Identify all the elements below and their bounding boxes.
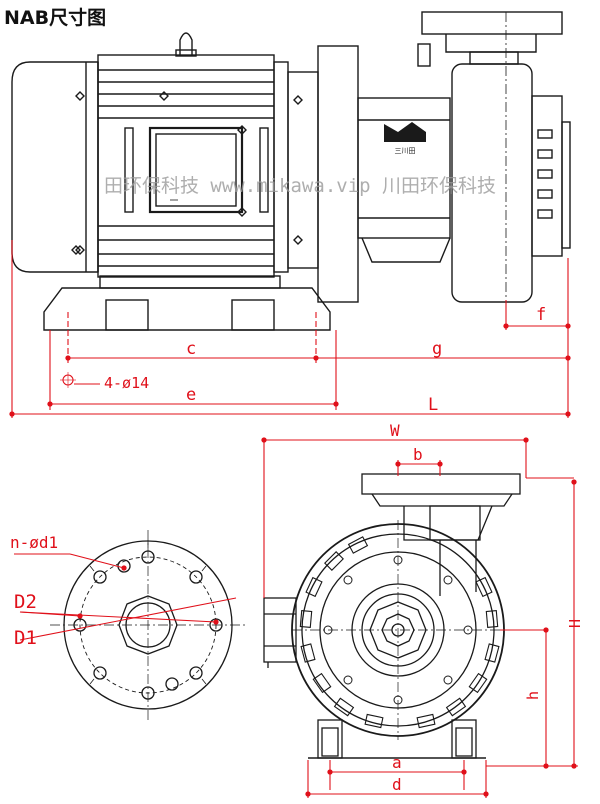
- front-view-dimensions: [261, 437, 578, 798]
- flange-view-dimensions: [14, 553, 237, 641]
- dim-label-a: a: [392, 753, 402, 772]
- motor-body: [71, 54, 275, 278]
- front-view-dimension-labels: W b H h a d: [390, 421, 584, 794]
- flange-view: [50, 530, 246, 720]
- lifting-eye: [175, 32, 197, 57]
- motor-end-shield: [273, 61, 319, 273]
- dim-label-bolt-holes: 4-ø14: [104, 374, 149, 392]
- flange-bolt-holes: [73, 550, 223, 700]
- motor-fan-cover: [11, 61, 99, 273]
- side-view: 三川田: [11, 11, 571, 331]
- brand-name: 三川田: [395, 147, 416, 155]
- pump-feet: [308, 719, 486, 759]
- dim-label-D1: D1: [14, 627, 37, 649]
- watermark: 田环保科技 www.mikawa.vip 川田环保科技: [104, 175, 496, 197]
- dim-label-f: f: [536, 305, 546, 325]
- dim-label-W: W: [390, 421, 400, 440]
- dim-label-b: b: [413, 445, 423, 464]
- side-view-dimension-labels: f c g 4-ø14 e L: [104, 305, 546, 415]
- dim-label-L: L: [428, 395, 438, 415]
- dim-label-h: h: [524, 691, 542, 700]
- dim-label-H: H: [566, 619, 584, 628]
- drawing-title: NAB尺寸图: [4, 7, 107, 29]
- side-view-dimensions: [9, 240, 571, 418]
- dim-label-D2: D2: [14, 591, 37, 613]
- outlet-flange: [417, 11, 563, 67]
- casing-ribs: [299, 536, 500, 729]
- motor-base: [43, 275, 331, 331]
- dim-label-g: g: [432, 339, 442, 359]
- brand-logo: [384, 122, 426, 142]
- dim-label-e: e: [186, 385, 196, 405]
- dim-label-d: d: [392, 775, 402, 794]
- dim-label-c: c: [186, 339, 196, 359]
- dim-label-n-d1: n-ød1: [10, 533, 58, 552]
- flange-view-dimension-labels: n-ød1 D2 D1: [10, 533, 58, 649]
- pump-bracket: [317, 45, 451, 303]
- front-view: [263, 473, 521, 759]
